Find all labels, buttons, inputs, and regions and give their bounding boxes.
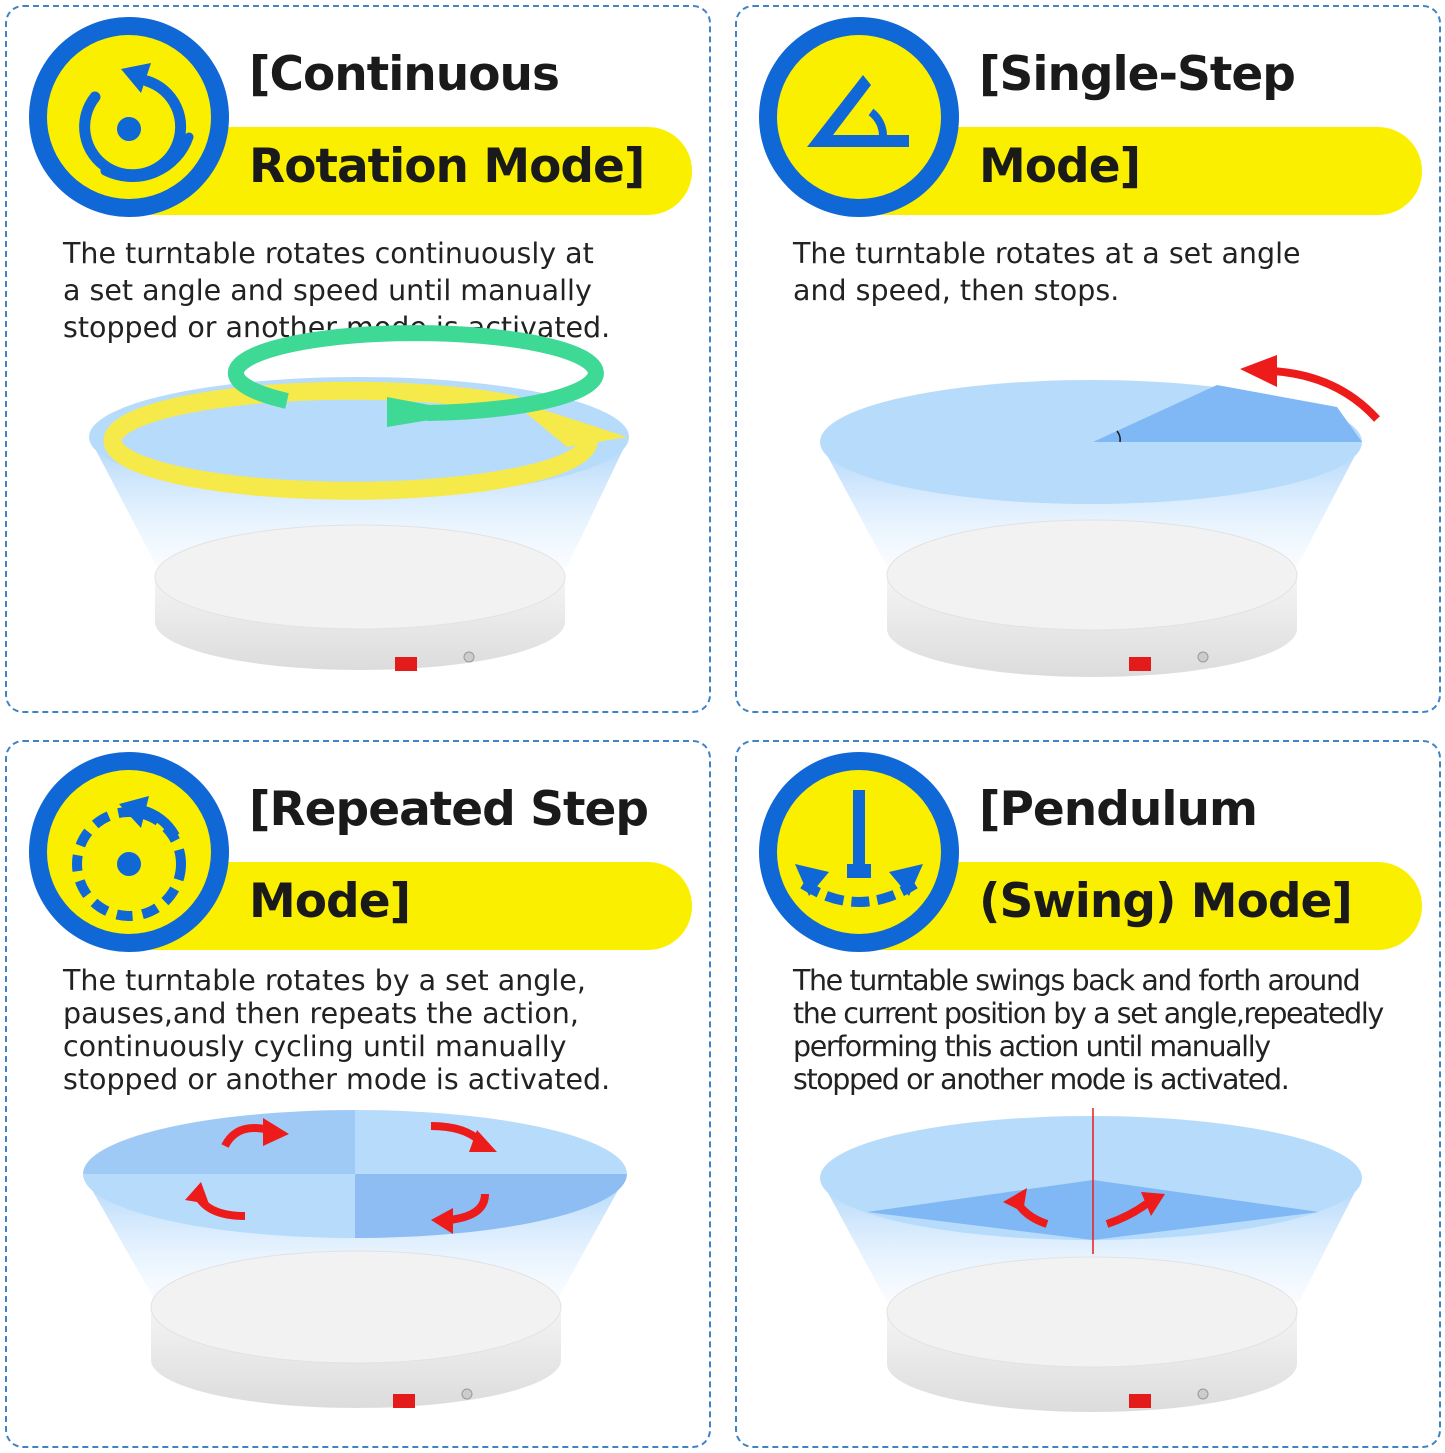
mode-description: The turntable rotates by a set angle, pa… xyxy=(63,964,693,1096)
pendulum-panel: [Pendulum (Swing) Mode] The turntable sw… xyxy=(735,740,1441,1448)
description-line: a set angle and speed until manually xyxy=(63,274,592,307)
mode-description: The turntable rotates at a set angle and… xyxy=(793,235,1423,309)
continuous-rotation-icon xyxy=(79,63,194,182)
power-switch xyxy=(393,1394,415,1408)
title-band xyxy=(877,127,1422,215)
description-line: The turntable rotates by a set angle, xyxy=(63,964,586,997)
power-switch xyxy=(1129,1394,1151,1408)
mode-badge xyxy=(29,17,229,217)
continuous-rotation-panel: [Continuous Rotation Mode] The turntable… xyxy=(5,5,711,713)
description-line: The turntable swings back and forth arou… xyxy=(793,964,1361,997)
mode-title-line1: [Continuous xyxy=(249,47,560,102)
turntable-base xyxy=(154,524,566,671)
description-line: The turntable rotates continuously at xyxy=(63,237,594,270)
turntable-illustration xyxy=(820,1108,1362,1412)
mode-title-line2: Mode] xyxy=(979,139,1141,194)
pendulum-icon xyxy=(795,790,923,907)
description-line: stopped or another mode is activated. xyxy=(63,1063,611,1096)
repeated-step-icon xyxy=(72,796,186,921)
mode-badge xyxy=(759,17,959,217)
mode-title-line1: [Single-Step xyxy=(979,47,1296,102)
mode-badge xyxy=(759,752,959,952)
power-switch xyxy=(395,657,417,671)
mode-description: The turntable swings back and forth arou… xyxy=(793,964,1423,1096)
mode-title-line2: Mode] xyxy=(249,874,411,929)
description-line: stopped or another mode is activated. xyxy=(793,1063,1290,1096)
description-line: pauses,and then repeats the action, xyxy=(63,997,579,1030)
turntable-illustration xyxy=(83,1110,627,1408)
turntable-base xyxy=(150,1250,562,1408)
repeated-step-panel: [Repeated Step Mode] The turntable rotat… xyxy=(5,740,711,1448)
title-band xyxy=(147,862,692,950)
mode-title-line2: (Swing) Mode] xyxy=(979,874,1353,929)
description-line: the current position by a set angle,repe… xyxy=(793,997,1384,1030)
turntable-illustration xyxy=(820,355,1380,677)
turntable-base xyxy=(886,1256,1298,1412)
power-switch xyxy=(1129,657,1151,671)
title-band xyxy=(147,127,692,215)
turntable-illustration xyxy=(89,325,629,671)
single-step-panel: [Single-Step Mode] The turntable rotates… xyxy=(735,5,1441,713)
description-line: and speed, then stops. xyxy=(793,274,1120,307)
description-line: performing this action until manually xyxy=(793,1030,1271,1063)
description-line: continuously cycling until manually xyxy=(63,1030,567,1063)
mode-badge xyxy=(29,752,229,952)
mode-title-line1: [Pendulum xyxy=(979,782,1258,837)
description-line: The turntable rotates at a set angle xyxy=(793,237,1301,270)
mode-title-line1: [Repeated Step xyxy=(249,782,649,837)
turntable-base xyxy=(886,519,1298,677)
angle-icon xyxy=(807,75,909,147)
title-band xyxy=(877,862,1422,950)
mode-title-line2: Rotation Mode] xyxy=(249,139,645,194)
